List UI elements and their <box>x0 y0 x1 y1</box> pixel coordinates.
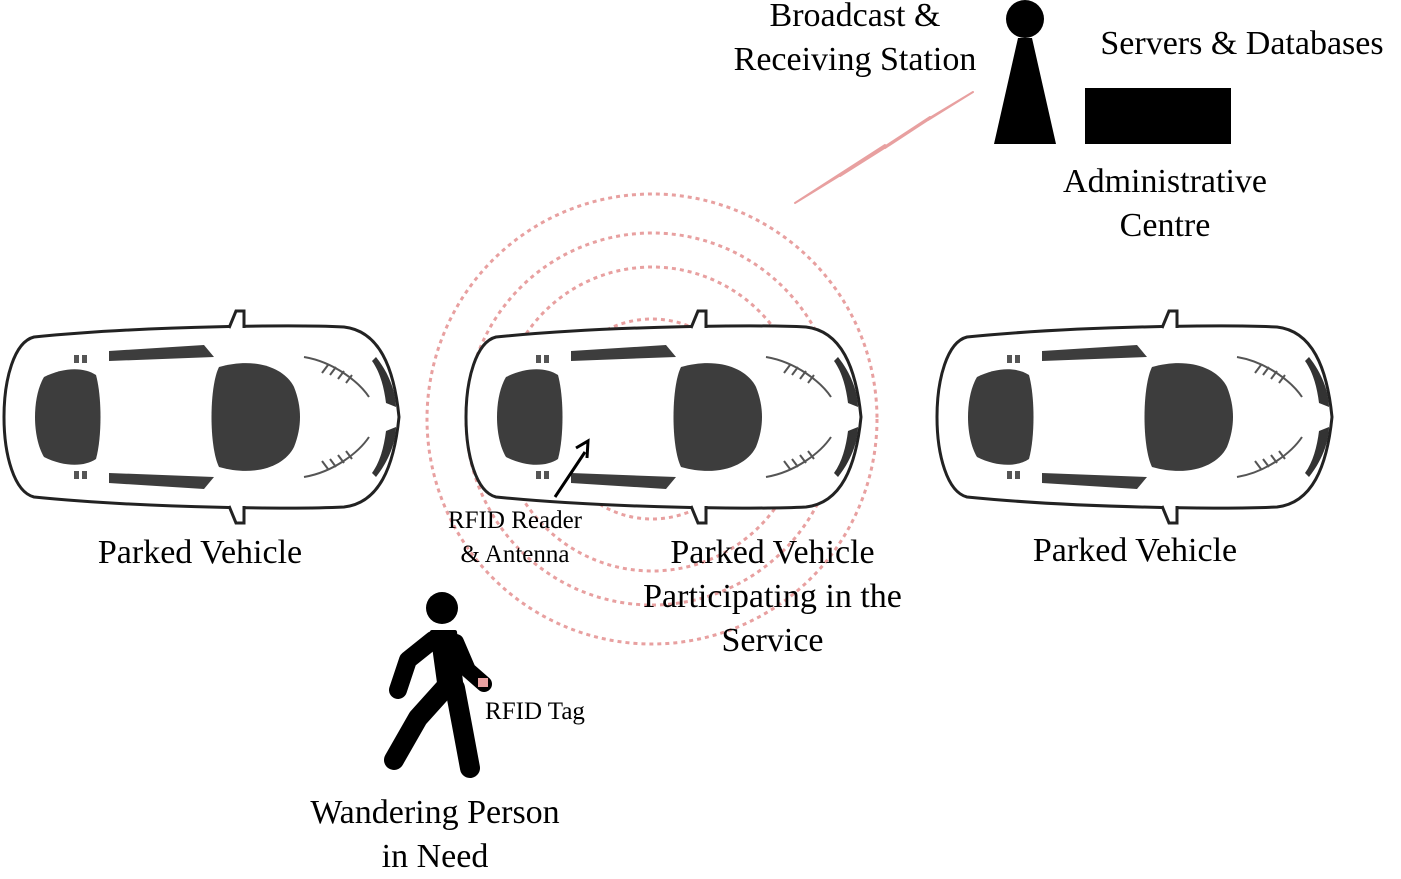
admin-centre-label: Administrative Centre <box>1030 160 1300 248</box>
rfid-tag-label: RFID Tag <box>485 698 585 725</box>
parked-vehicle-center <box>464 309 863 525</box>
servers-label: Servers & Databases <box>1100 25 1384 62</box>
station-label-line-2: Receiving Station <box>733 41 977 78</box>
parked-vehicle-right <box>935 309 1334 525</box>
vehicle-center-label: Parked Vehicle Participating in the Serv… <box>615 531 930 663</box>
vehicle-center-line-2: Participating in the <box>643 578 902 615</box>
station-label-line-1: Broadcast & <box>769 0 941 34</box>
admin-label-line-2: Centre <box>1119 207 1211 244</box>
person-icon <box>384 592 492 778</box>
person-label-line-2: in Need <box>381 838 489 875</box>
vehicle-center-line-3: Service <box>721 622 824 659</box>
vehicle-right-label: Parked Vehicle <box>1032 532 1238 569</box>
server-icon <box>1085 88 1231 144</box>
vehicle-center-line-1: Parked Vehicle <box>670 534 875 571</box>
rfid-reader-label: RFID Reader & Antenna <box>420 504 610 572</box>
reader-arrow <box>553 438 590 498</box>
tower-icon <box>994 0 1056 144</box>
signal-ring-4 <box>425 192 879 646</box>
rfid-reader-line-1: RFID Reader <box>448 507 582 534</box>
vehicle-left-label: Parked Vehicle <box>97 534 303 571</box>
station-label: Broadcast & Receiving Station <box>710 0 1000 82</box>
person-label: Wandering Person in Need <box>280 791 590 879</box>
person-label-line-1: Wandering Person <box>310 794 560 831</box>
admin-label-line-1: Administrative <box>1063 163 1267 200</box>
parked-vehicle-left <box>2 309 401 525</box>
wireless-bolt <box>794 91 974 204</box>
rfid-reader-line-2: & Antenna <box>460 541 570 568</box>
